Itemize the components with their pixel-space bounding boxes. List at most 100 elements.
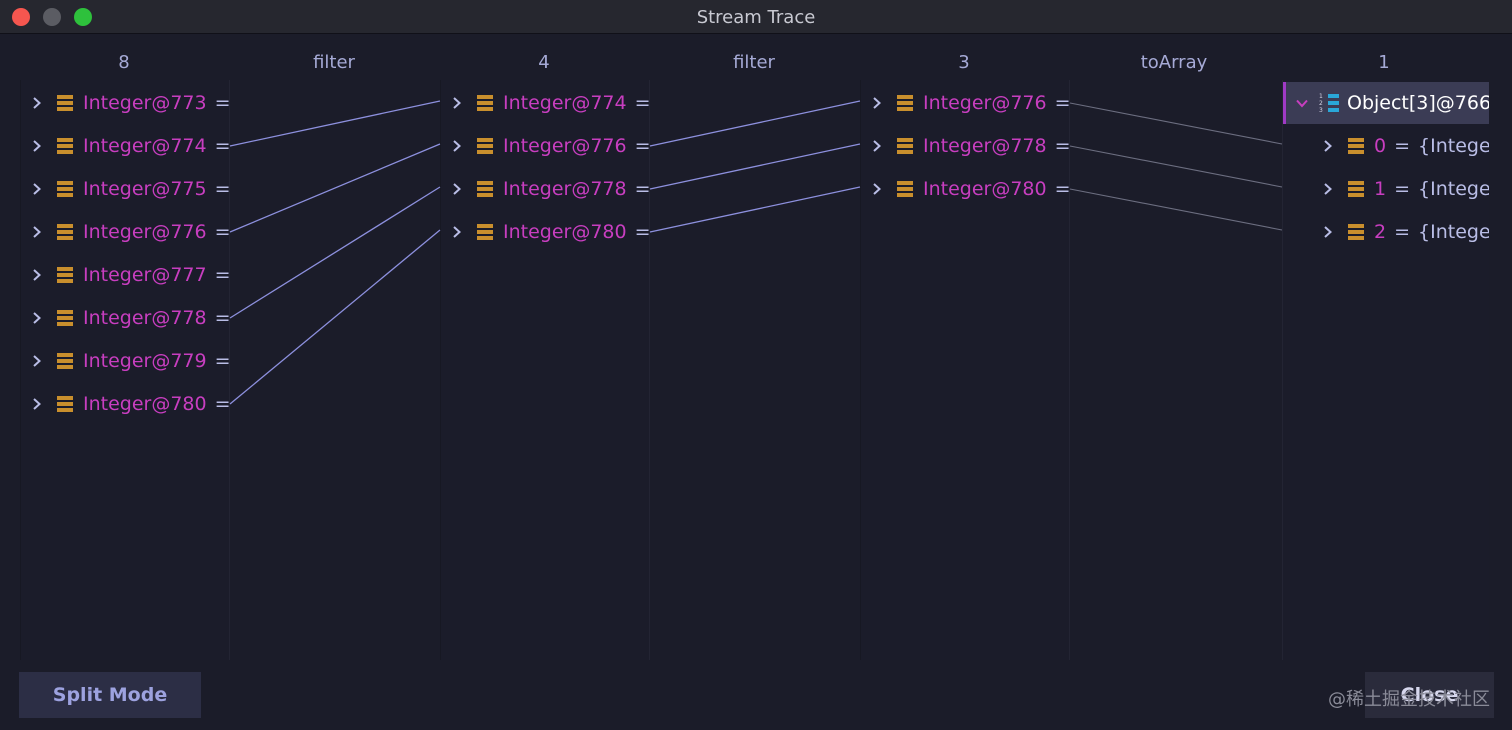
array-icon: 1 2 3	[1319, 93, 1339, 114]
tree-node[interactable]: Integer@776 =	[30, 217, 231, 247]
tree-node[interactable]: Integer@778 =	[30, 303, 231, 333]
field-icon	[477, 138, 493, 154]
chevron-right-icon[interactable]	[30, 182, 44, 196]
equals-sign: =	[634, 92, 651, 114]
tree-node[interactable]: Integer@773 =	[30, 88, 231, 118]
field-icon	[57, 95, 73, 111]
field-icon	[57, 267, 73, 283]
result-child-node[interactable]: 1 = {Integer@	[1321, 174, 1489, 204]
node-name: Integer@774	[503, 92, 627, 114]
tree-node[interactable]: Integer@774 =	[450, 88, 651, 118]
chevron-right-icon[interactable]	[1321, 139, 1335, 153]
node-name: Integer@778	[923, 135, 1047, 157]
field-icon	[897, 95, 913, 111]
chevron-down-icon[interactable]	[1295, 96, 1309, 110]
field-icon	[57, 396, 73, 412]
field-icon	[897, 138, 913, 154]
equals-sign: =	[1394, 221, 1411, 243]
node-name: Integer@780	[923, 178, 1047, 200]
field-icon	[57, 353, 73, 369]
trace-link	[229, 143, 441, 233]
equals-sign: =	[214, 135, 231, 157]
tree-node[interactable]: Integer@776 =	[450, 131, 651, 161]
chevron-right-icon[interactable]	[30, 311, 44, 325]
equals-sign: =	[214, 92, 231, 114]
column-header-count-3: 3	[958, 52, 970, 73]
node-name: Integer@775	[83, 178, 207, 200]
chevron-right-icon[interactable]	[870, 139, 884, 153]
equals-sign: =	[634, 135, 651, 157]
trace-link	[649, 100, 861, 147]
node-name: Integer@776	[83, 221, 207, 243]
result-root-node[interactable]: 1 2 3 Object[3]@766	[1283, 82, 1489, 124]
result-column: 1 2 3 Object[3]@766 0 = {Integer@ 1 = {I…	[1282, 80, 1489, 660]
stream-column-3	[860, 80, 1070, 660]
chevron-right-icon[interactable]	[870, 96, 884, 110]
field-icon	[477, 95, 493, 111]
equals-sign: =	[214, 264, 231, 286]
field-icon	[477, 224, 493, 240]
chevron-right-icon[interactable]	[30, 96, 44, 110]
node-name: Integer@774	[83, 135, 207, 157]
column-header-count-1: 1	[1378, 52, 1390, 73]
result-root-name: Object[3]@766	[1347, 92, 1489, 114]
tree-node[interactable]: Integer@779 =	[30, 346, 231, 376]
node-name: Integer@778	[83, 307, 207, 329]
tree-node[interactable]: Integer@780 =	[450, 217, 651, 247]
equals-sign: =	[1054, 178, 1071, 200]
field-icon	[897, 181, 913, 197]
tree-node[interactable]: Integer@775 =	[30, 174, 231, 204]
column-header-count-8: 8	[118, 52, 130, 73]
array-index: 0	[1374, 135, 1387, 157]
close-button[interactable]: Close	[1365, 672, 1494, 718]
node-name: Integer@780	[503, 221, 627, 243]
trace-link	[1069, 102, 1283, 145]
tree-node[interactable]: Integer@774 =	[30, 131, 231, 161]
title-bar: Stream Trace	[0, 0, 1512, 34]
tree-node[interactable]: Integer@780 =	[870, 174, 1071, 204]
window-title: Stream Trace	[696, 7, 816, 28]
field-icon	[1348, 138, 1364, 154]
equals-sign: =	[1054, 135, 1071, 157]
tree-node[interactable]: Integer@776 =	[870, 88, 1071, 118]
node-name: Integer@779	[83, 350, 207, 372]
tree-node[interactable]: Integer@778 =	[450, 174, 651, 204]
array-value: {Integer@	[1418, 221, 1489, 243]
trace-link	[1069, 188, 1283, 231]
chevron-right-icon[interactable]	[30, 268, 44, 282]
result-child-node[interactable]: 0 = {Integer@	[1321, 131, 1489, 161]
node-name: Integer@776	[923, 92, 1047, 114]
chevron-right-icon[interactable]	[30, 225, 44, 239]
chevron-right-icon[interactable]	[30, 354, 44, 368]
field-icon	[57, 224, 73, 240]
chevron-right-icon[interactable]	[450, 225, 464, 239]
window-maximize-button[interactable]	[74, 8, 92, 26]
tree-node[interactable]: Integer@777 =	[30, 260, 231, 290]
trace-link	[229, 229, 441, 405]
window-minimize-button[interactable]	[43, 8, 61, 26]
chevron-right-icon[interactable]	[30, 397, 44, 411]
node-name: Integer@777	[83, 264, 207, 286]
column-header-filter-2: filter	[733, 52, 775, 73]
tree-node[interactable]: Integer@780 =	[30, 389, 231, 419]
window-close-button[interactable]	[12, 8, 30, 26]
node-name: Integer@776	[503, 135, 627, 157]
equals-sign: =	[1394, 178, 1411, 200]
array-value: {Integer@	[1418, 135, 1489, 157]
field-icon	[57, 138, 73, 154]
trace-link	[229, 186, 441, 319]
chevron-right-icon[interactable]	[30, 139, 44, 153]
chevron-right-icon[interactable]	[450, 182, 464, 196]
chevron-right-icon[interactable]	[1321, 182, 1335, 196]
equals-sign: =	[634, 178, 651, 200]
column-header-filter-1: filter	[313, 52, 355, 73]
trace-link	[1069, 145, 1283, 188]
node-name: Integer@778	[503, 178, 627, 200]
chevron-right-icon[interactable]	[450, 139, 464, 153]
chevron-right-icon[interactable]	[870, 182, 884, 196]
result-child-node[interactable]: 2 = {Integer@	[1321, 217, 1489, 247]
tree-node[interactable]: Integer@778 =	[870, 131, 1071, 161]
chevron-right-icon[interactable]	[1321, 225, 1335, 239]
split-mode-button[interactable]: Split Mode	[19, 672, 201, 718]
chevron-right-icon[interactable]	[450, 96, 464, 110]
